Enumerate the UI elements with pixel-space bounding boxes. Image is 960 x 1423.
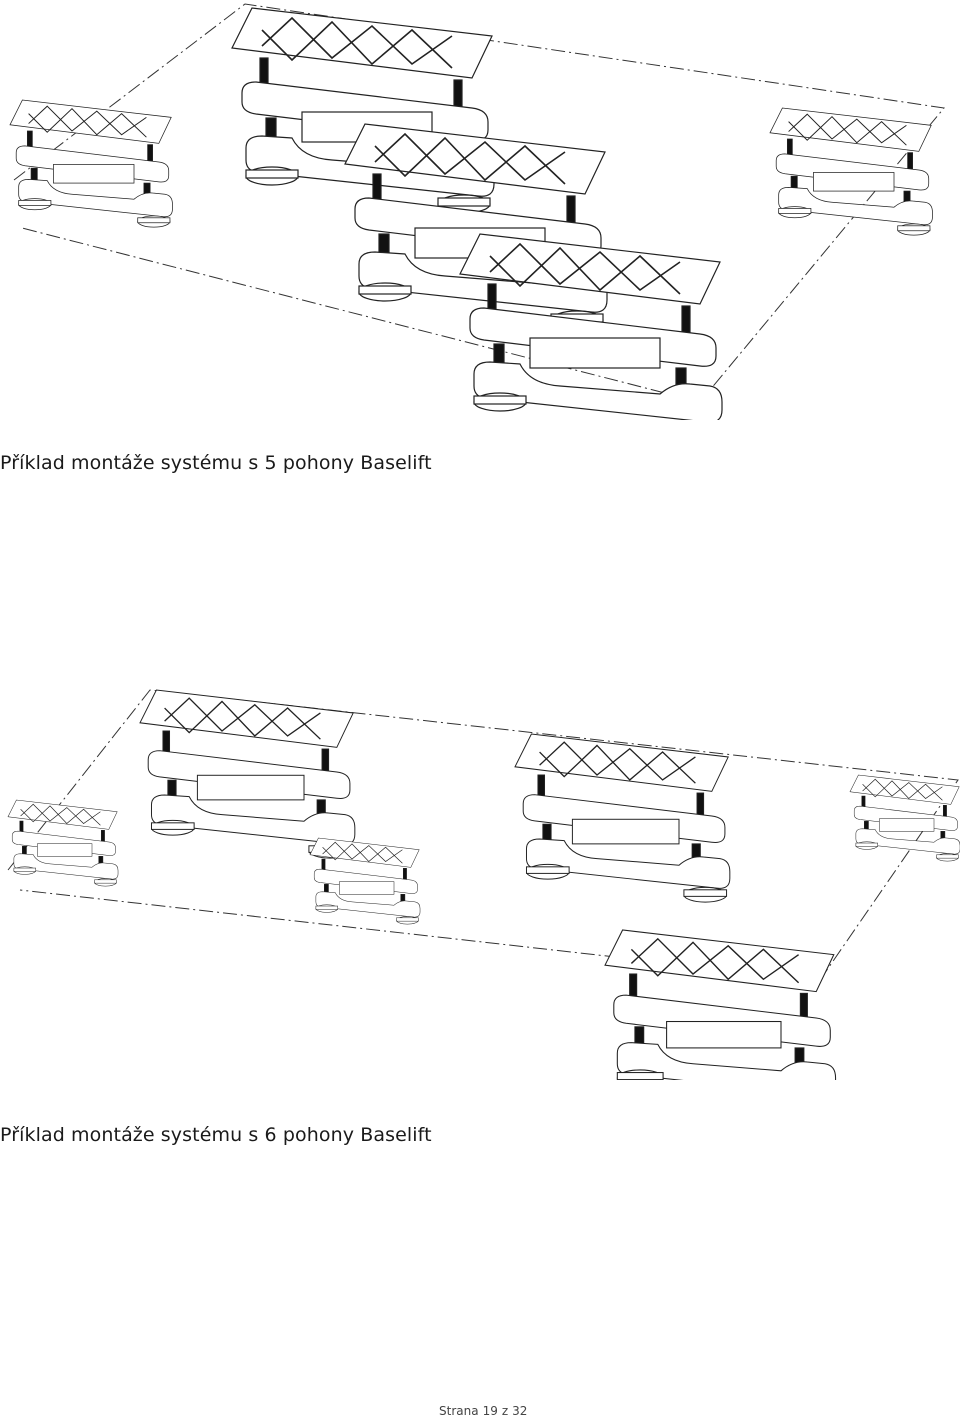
lift-unit <box>459 233 723 420</box>
frame-outline <box>7 689 959 981</box>
assembly-illustration-5-drives <box>0 0 960 420</box>
lift-unit <box>514 733 731 903</box>
figure-caption-5-drives: Příklad montáže systému s 5 pohony Basel… <box>0 452 432 474</box>
page-total: 32 <box>512 1404 528 1418</box>
lift-unit <box>604 929 837 1080</box>
lift-unit <box>7 799 119 887</box>
assembly-illustration-6-drives <box>0 680 960 1080</box>
frame-outline <box>13 3 945 403</box>
lift-unit <box>309 837 421 925</box>
lift-unit <box>231 7 495 214</box>
lift-unit <box>139 689 356 859</box>
lift-unit <box>9 99 173 228</box>
figure-caption-6-drives: Příklad montáže systému s 6 pohony Basel… <box>0 1124 432 1146</box>
page-current: 19 <box>482 1404 498 1418</box>
illustration-5-drives-svg <box>9 3 945 420</box>
lift-unit <box>849 774 960 862</box>
page-separator: z <box>501 1404 509 1418</box>
lift-unit <box>769 107 933 236</box>
lift-unit <box>344 123 608 330</box>
illustration-6-drives-svg <box>7 689 960 1080</box>
page-label: Strana <box>439 1404 479 1418</box>
